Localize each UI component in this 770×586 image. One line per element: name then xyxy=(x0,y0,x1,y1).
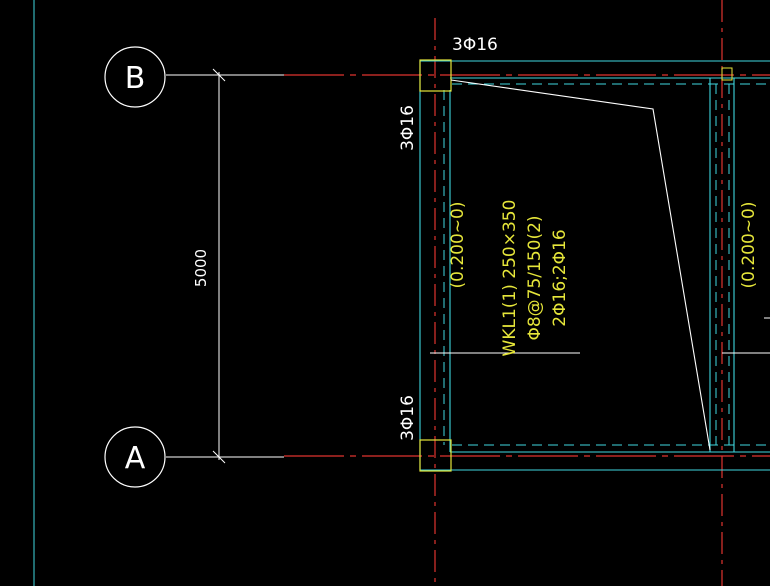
elevation-label-left: (0.200~0) xyxy=(448,202,468,289)
column-rebar-top-vertical: 3Φ16 xyxy=(398,105,418,151)
grid-bubble-a[interactable]: A xyxy=(104,426,166,488)
beam-annotation-line2: Φ8@75/150(2) xyxy=(525,215,545,340)
elevation-label-right: (0.200~0) xyxy=(739,202,759,289)
dimension-tick-top xyxy=(212,68,226,82)
grid-label-b: B xyxy=(125,61,146,96)
beam-outlines[interactable] xyxy=(419,60,770,471)
dimension-value: 5000 xyxy=(192,249,210,287)
beam-annotation[interactable]: WKL1(1) 250×350 Φ8@75/150(2) 2Φ16;2Φ16 xyxy=(500,200,570,357)
grid-bubble-b[interactable]: B xyxy=(104,46,166,108)
column-bottom[interactable] xyxy=(419,439,452,472)
beam-annotation-line1: WKL1(1) 250×350 xyxy=(500,200,520,357)
section-line xyxy=(450,79,711,451)
column-rebar-top-horizontal: 3Φ16 xyxy=(452,35,498,55)
column-rebar-bottom-vertical: 3Φ16 xyxy=(398,395,418,441)
column-right-top[interactable] xyxy=(721,67,733,81)
beam-annotation-line3: 2Φ16;2Φ16 xyxy=(550,229,570,326)
grid-label-a: A xyxy=(125,441,146,476)
beam-hidden-lines xyxy=(443,83,770,446)
column-top[interactable] xyxy=(419,59,452,92)
dimension-tick-bottom xyxy=(212,450,226,464)
